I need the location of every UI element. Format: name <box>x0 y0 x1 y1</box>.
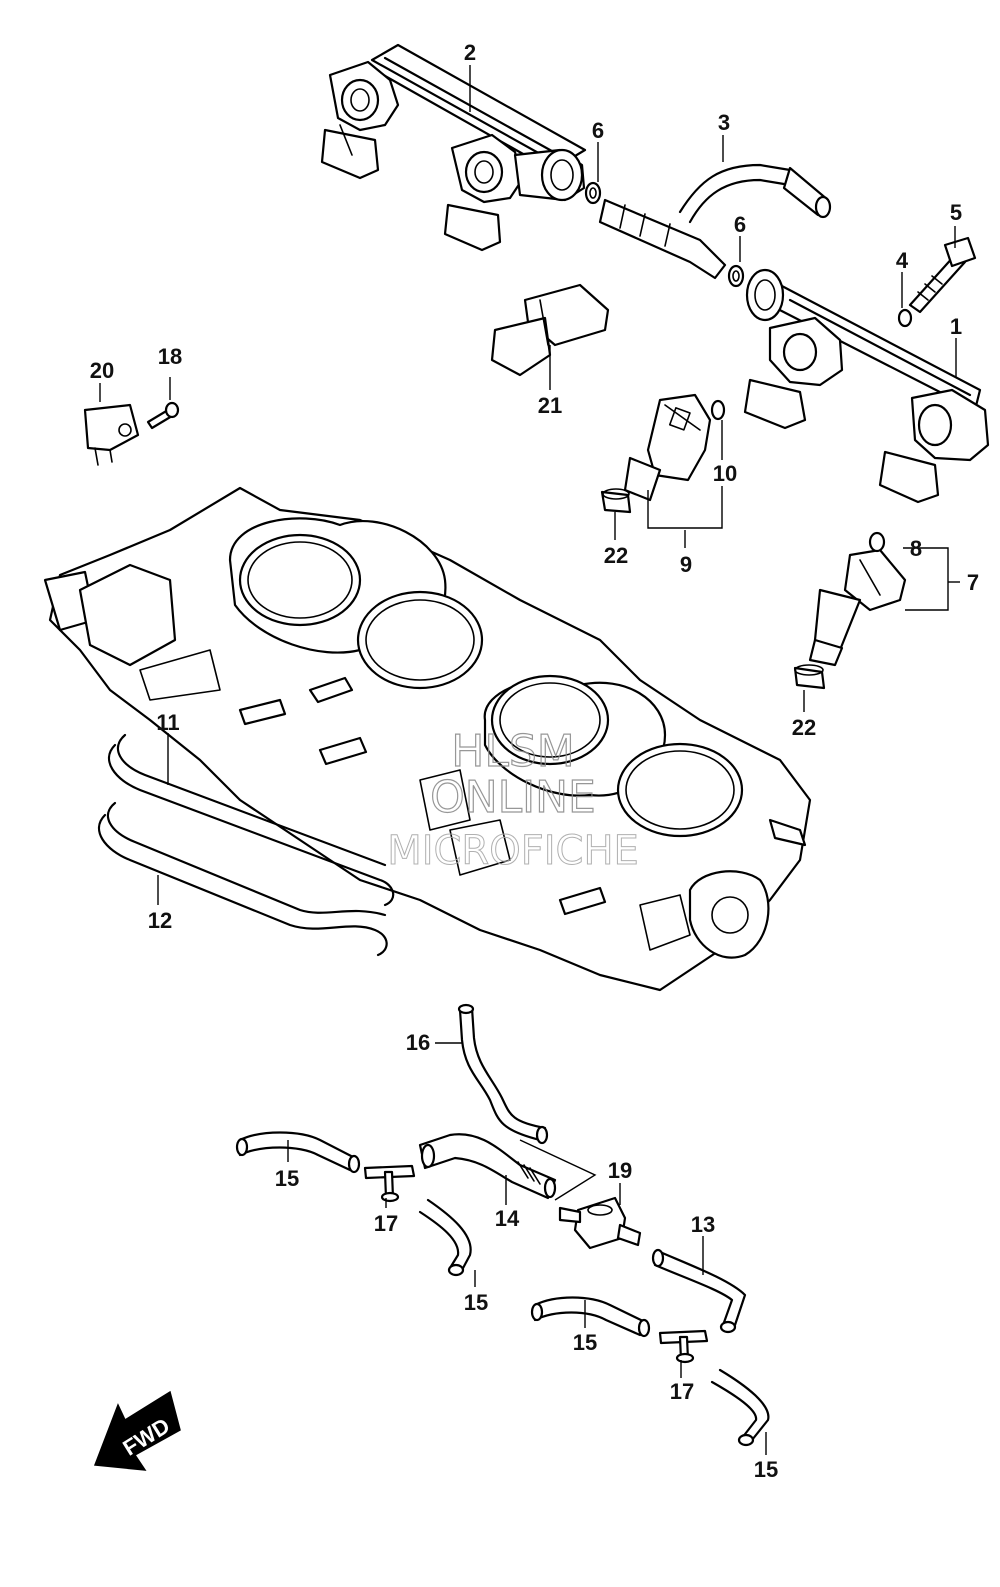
callout-22-upper: 22 <box>604 543 628 568</box>
hose-12 <box>98 801 388 957</box>
hose-15-d <box>710 1368 770 1447</box>
callout-18: 18 <box>158 344 182 369</box>
washer-4 <box>897 308 913 328</box>
sensor-20 <box>83 403 140 466</box>
callout-17-a: 17 <box>374 1211 398 1236</box>
watermark: HLSM ONLINE MICROFICHE <box>387 725 640 874</box>
cushion-22-upper <box>600 488 632 514</box>
callout-3: 3 <box>718 110 730 135</box>
fwd-direction-badge: FWD <box>93 1390 181 1471</box>
tee-fitting-17-a <box>363 1164 416 1203</box>
bolt-5 <box>908 236 977 314</box>
injector-9 <box>623 393 712 502</box>
callout-17-b: 17 <box>670 1379 694 1404</box>
callout-4: 4 <box>896 248 909 273</box>
o-ring-8 <box>868 531 886 553</box>
hose-16 <box>457 1003 549 1145</box>
hose-15-b <box>418 1198 472 1277</box>
watermark-line-3: MICROFICHE <box>387 828 639 874</box>
callout-19: 19 <box>608 1158 632 1183</box>
hose-14 <box>418 1133 557 1200</box>
hose-15-c <box>530 1296 651 1338</box>
valve-19 <box>558 1196 642 1250</box>
callout-20: 20 <box>90 358 114 383</box>
callout-15-c: 15 <box>573 1330 597 1355</box>
callouts: 2 3 6 6 5 4 1 20 18 21 10 22 9 8 7 22 11… <box>90 40 979 1482</box>
callout-16: 16 <box>406 1030 430 1055</box>
fuel-rail-lower <box>743 268 990 504</box>
callout-15-d: 15 <box>754 1457 778 1482</box>
tee-fitting-17-b <box>658 1329 709 1364</box>
o-ring-10 <box>710 399 726 421</box>
callout-15-a: 15 <box>275 1166 299 1191</box>
o-ring-6-upper <box>584 181 602 205</box>
callout-2: 2 <box>464 40 476 65</box>
hose-15-a <box>235 1131 361 1174</box>
hose-13 <box>651 1248 747 1334</box>
fuel-rail-upper <box>320 43 587 252</box>
callout-21: 21 <box>538 393 562 418</box>
callout-1: 1 <box>950 314 962 339</box>
cushion-22-lower <box>793 664 826 690</box>
callout-11: 11 <box>156 710 179 735</box>
watermark-line-2: ONLINE <box>430 772 596 823</box>
screw-18 <box>146 401 180 430</box>
throttle-body <box>43 486 812 992</box>
injector-7 <box>808 548 907 667</box>
clamp-21 <box>490 283 610 377</box>
callout-7: 7 <box>967 570 979 595</box>
callout-22-lower: 22 <box>792 715 816 740</box>
fuel-joint-3 <box>598 163 832 280</box>
callout-13: 13 <box>691 1212 715 1237</box>
callout-14: 14 <box>495 1206 520 1231</box>
callout-12: 12 <box>148 908 172 933</box>
callout-6-lower: 6 <box>734 212 746 237</box>
leader-lines <box>99 65 960 1455</box>
callout-10: 10 <box>713 461 737 486</box>
callout-6-upper: 6 <box>592 118 604 143</box>
callout-9: 9 <box>680 552 692 577</box>
callout-15-b: 15 <box>464 1290 488 1315</box>
watermark-line-1: HLSM <box>451 726 575 777</box>
callout-5: 5 <box>950 200 962 225</box>
o-ring-6-lower <box>727 264 745 288</box>
callout-8: 8 <box>910 536 922 561</box>
hose-11 <box>108 733 395 907</box>
